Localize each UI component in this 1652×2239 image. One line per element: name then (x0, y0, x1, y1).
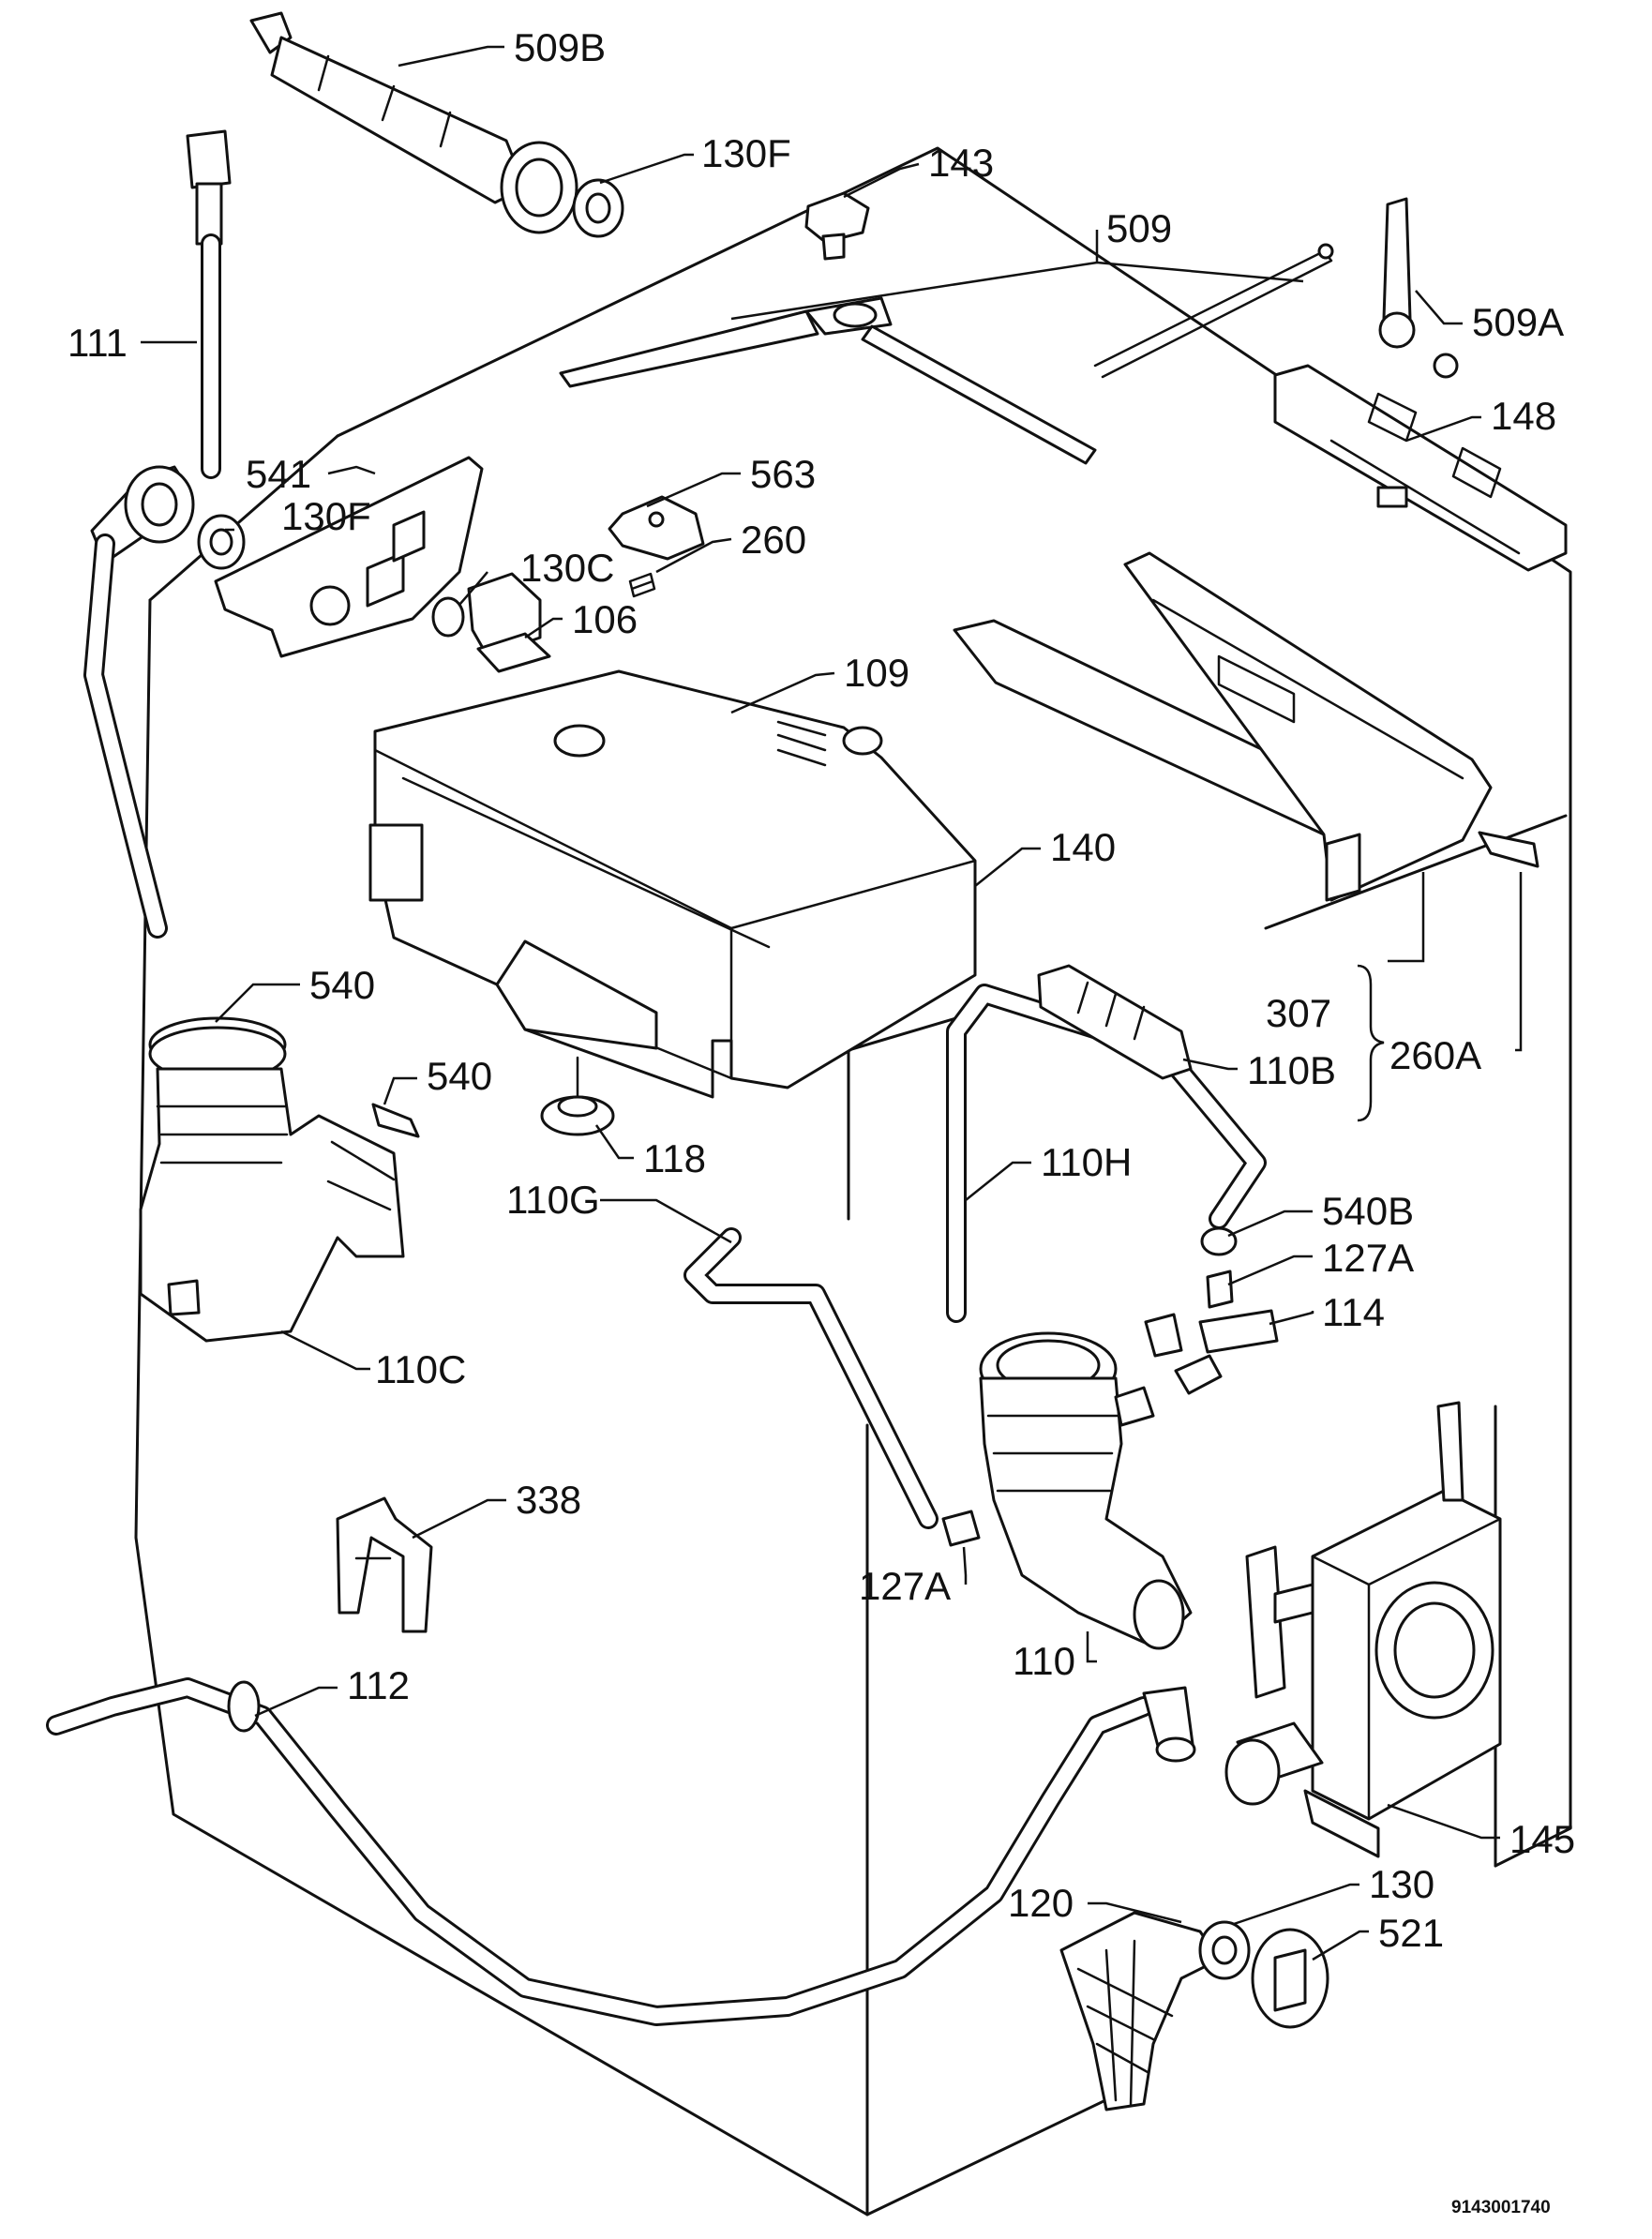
label-540-side: 540 (427, 1054, 492, 1098)
filter-120 (1059, 1911, 1221, 2111)
label-127a-mid: 127A (859, 1564, 951, 1608)
spring-260 (628, 572, 656, 598)
label-140: 140 (1050, 825, 1116, 869)
label-540-top: 540 (309, 963, 375, 1007)
washer-130f-mid (197, 514, 246, 570)
label-110c: 110C (375, 1347, 466, 1391)
label-509b: 509B (514, 25, 606, 69)
inlet-hose-111 (83, 129, 232, 939)
washer-130f-top (572, 178, 624, 238)
label-148: 148 (1491, 394, 1556, 438)
clip-260a (1478, 831, 1539, 868)
label-143: 143 (928, 141, 994, 185)
label-260: 260 (741, 518, 806, 562)
label-521: 521 (1378, 1911, 1444, 1955)
label-106: 106 (572, 597, 638, 641)
label-114: 114 (1322, 1290, 1385, 1334)
label-110: 110 (1013, 1639, 1075, 1683)
connector-127a-mid (941, 1510, 981, 1547)
hose-110g (683, 1227, 939, 1529)
drain-hose-112 (46, 1677, 1196, 2026)
clamp-540-top (148, 1016, 287, 1082)
label-130f-top: 130F (701, 131, 791, 175)
inlet-pipe-509b (249, 11, 578, 234)
knob-143 (804, 191, 870, 261)
sump-hose-110 (979, 1331, 1193, 1650)
label-130f-mid: 130F (281, 494, 371, 538)
pump-housing-145 (1224, 1401, 1502, 1858)
drawer-307 (953, 551, 1493, 902)
dispenser-housing-109 (368, 669, 977, 1099)
label-110h: 110H (1041, 1140, 1132, 1184)
valve-106 (431, 572, 551, 673)
label-127a-right: 127A (1322, 1236, 1414, 1280)
label-540b: 540B (1322, 1189, 1414, 1233)
dispenser-handle-148 (1273, 364, 1568, 572)
cover-563 (608, 495, 705, 561)
label-145: 145 (1509, 1817, 1575, 1861)
bracket-541 (214, 456, 484, 658)
seal-130 (1198, 1920, 1251, 1980)
lever-509 (559, 243, 1334, 465)
lever-arm-509a (1378, 197, 1459, 379)
label-509: 509 (1106, 206, 1172, 250)
hose-110b (1037, 964, 1193, 1080)
label-112: 112 (347, 1663, 410, 1707)
clamp-540-side (371, 1103, 420, 1138)
label-110b: 110B (1247, 1048, 1336, 1092)
clip-338 (336, 1496, 433, 1633)
label-260a: 260A (1389, 1033, 1481, 1077)
document-number: 9143001740 (1451, 2198, 1551, 2217)
label-338: 338 (516, 1478, 581, 1522)
label-118: 118 (643, 1136, 706, 1180)
label-563: 563 (750, 452, 816, 496)
label-130c: 130C (520, 546, 614, 590)
label-111: 111 (68, 321, 128, 365)
clamp-540b (1200, 1226, 1238, 1256)
valve-114 (1144, 1309, 1279, 1395)
label-509a: 509A (1472, 300, 1564, 344)
connector-127a-right (1206, 1270, 1234, 1309)
leader-lines (141, 45, 1523, 1961)
cap-521 (1251, 1928, 1329, 2029)
part-labels: 509B 130F 143 509 509A 111 148 541 563 1… (68, 25, 1575, 2217)
label-109: 109 (844, 651, 909, 695)
label-130: 130 (1369, 1862, 1434, 1906)
bellows-110c (139, 1067, 405, 1343)
base-118 (540, 1056, 615, 1136)
label-120: 120 (1008, 1881, 1074, 1925)
label-110g: 110G (506, 1178, 600, 1222)
label-307: 307 (1266, 991, 1331, 1035)
label-541: 541 (246, 452, 311, 496)
